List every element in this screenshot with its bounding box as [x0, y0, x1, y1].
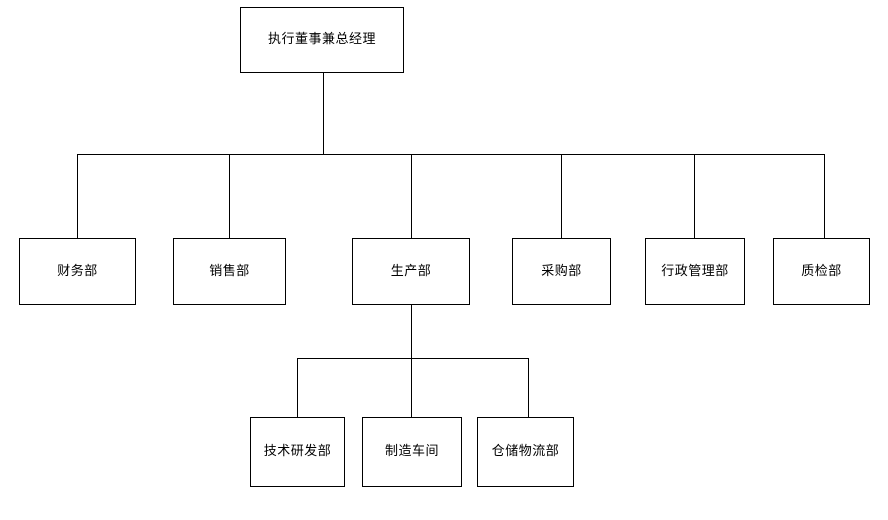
node-quality-inspection-department[interactable]: 质检部: [773, 238, 870, 305]
node-label: 仓储物流部: [491, 444, 560, 460]
connector-drop-manufacturing: [411, 358, 412, 417]
node-rnd-department[interactable]: 技术研发部: [250, 417, 345, 487]
node-production-department[interactable]: 生产部: [352, 238, 470, 305]
connector-drop-quality: [824, 154, 825, 238]
connector-drop-rnd: [297, 358, 298, 417]
connector-drop-finance: [77, 154, 78, 238]
connector-drop-warehousing: [528, 358, 529, 417]
connector-drop-sales: [229, 154, 230, 238]
connector-drop-procurement: [561, 154, 562, 238]
node-label: 质检部: [801, 263, 842, 279]
node-sales-department[interactable]: 销售部: [173, 238, 286, 305]
node-manufacturing-workshop[interactable]: 制造车间: [362, 417, 462, 487]
connector-level3-bus: [297, 358, 529, 359]
node-label: 销售部: [209, 263, 250, 279]
node-label: 生产部: [390, 263, 432, 279]
connector-production-stem: [411, 305, 412, 358]
node-label: 制造车间: [384, 444, 439, 460]
node-label: 技术研发部: [263, 444, 332, 460]
node-administration-department[interactable]: 行政管理部: [645, 238, 745, 305]
node-label: 行政管理部: [661, 263, 729, 279]
node-label: 采购部: [541, 263, 582, 279]
connector-drop-production: [411, 154, 412, 238]
connector-root-stem: [323, 73, 324, 154]
node-label: 财务部: [57, 263, 98, 279]
connector-level2-bus: [77, 154, 825, 155]
node-procurement-department[interactable]: 采购部: [512, 238, 611, 305]
node-label: 执行董事兼总经理: [267, 32, 376, 48]
connector-drop-administration: [694, 154, 695, 238]
node-warehousing-logistics-department[interactable]: 仓储物流部: [477, 417, 574, 487]
node-executive-director[interactable]: 执行董事兼总经理: [240, 7, 404, 73]
node-finance-department[interactable]: 财务部: [19, 238, 136, 305]
